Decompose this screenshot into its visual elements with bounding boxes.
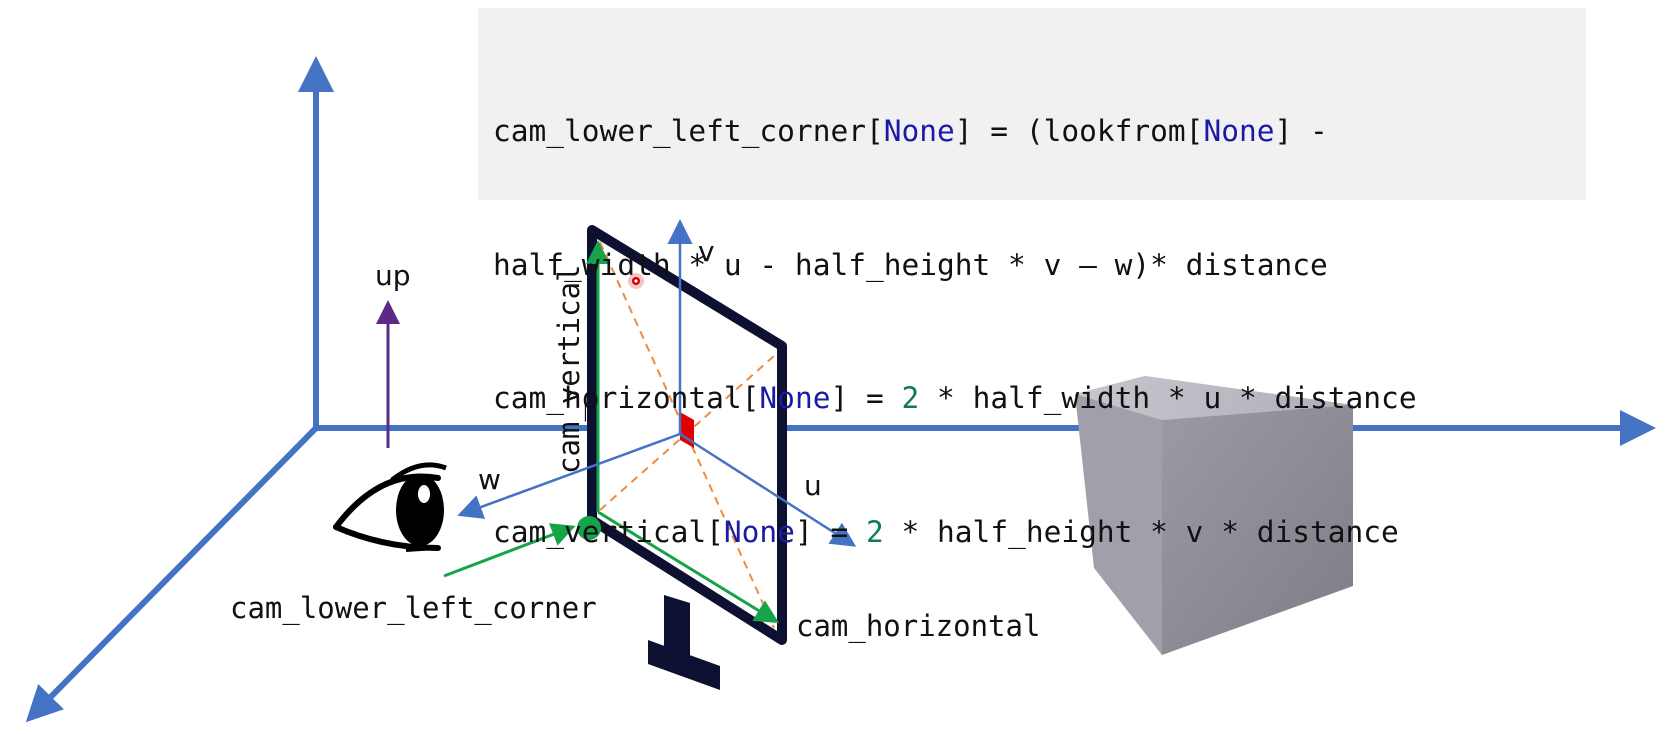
code-token: 2 (865, 514, 884, 549)
code-token: * half_height * v * distance (883, 514, 1399, 549)
world-axis-depth (25, 425, 319, 723)
cam-horizontal-label: cam_horizontal (796, 609, 1041, 643)
cam-vertical-label: cam_vertical (552, 264, 586, 474)
lower-left-pointer-arrow (443, 523, 576, 578)
monitor-stand (648, 595, 720, 690)
lower-left-corner-dot (577, 516, 601, 540)
code-snippet: cam_lower_left_corner[None] = (lookfrom[… (478, 8, 1586, 549)
cube (1075, 376, 1353, 655)
v-label: v (698, 235, 715, 268)
code-token: 2 (901, 381, 920, 415)
code-token: None (723, 514, 795, 549)
code-token: ] = (lookfrom[ (954, 114, 1204, 148)
code-token: ] = (794, 514, 866, 549)
code-line-4: cam_vertical[None] = 2 * half_height * v… (493, 510, 1586, 555)
cam-lower-left-corner-label: cam_lower_left_corner (230, 591, 597, 625)
code-token: cam_horizontal[ (493, 381, 760, 415)
code-token: None (759, 381, 831, 415)
code-line-2: half_width * u - half_height * v – w)* d… (493, 243, 1586, 288)
u-vector-arrow (679, 432, 857, 547)
code-token: None (1203, 114, 1275, 148)
code-line-1: cam_lower_left_corner[None] = (lookfrom[… (493, 109, 1586, 154)
code-token: cam_lower_left_corner[ (493, 114, 884, 148)
code-token: ] = (830, 381, 902, 415)
code-token: ] - (1274, 114, 1328, 148)
code-token: half_width * u - half_height * v – w)* d… (493, 247, 1328, 282)
w-vector-arrow (457, 432, 681, 519)
up-label: up (375, 259, 411, 292)
u-label: u (804, 469, 822, 502)
screen-center-marker (680, 412, 694, 448)
code-token: * half_width * u * distance (919, 381, 1417, 415)
cam-horizontal-vector (597, 510, 780, 624)
pointer-dot (628, 273, 644, 289)
eye-icon (333, 462, 447, 552)
w-label: w (478, 463, 501, 496)
code-token: cam_vertical[ (493, 514, 724, 549)
code-line-3: cam_horizontal[None] = 2 * half_width * … (493, 376, 1586, 421)
code-token: None (883, 114, 955, 148)
